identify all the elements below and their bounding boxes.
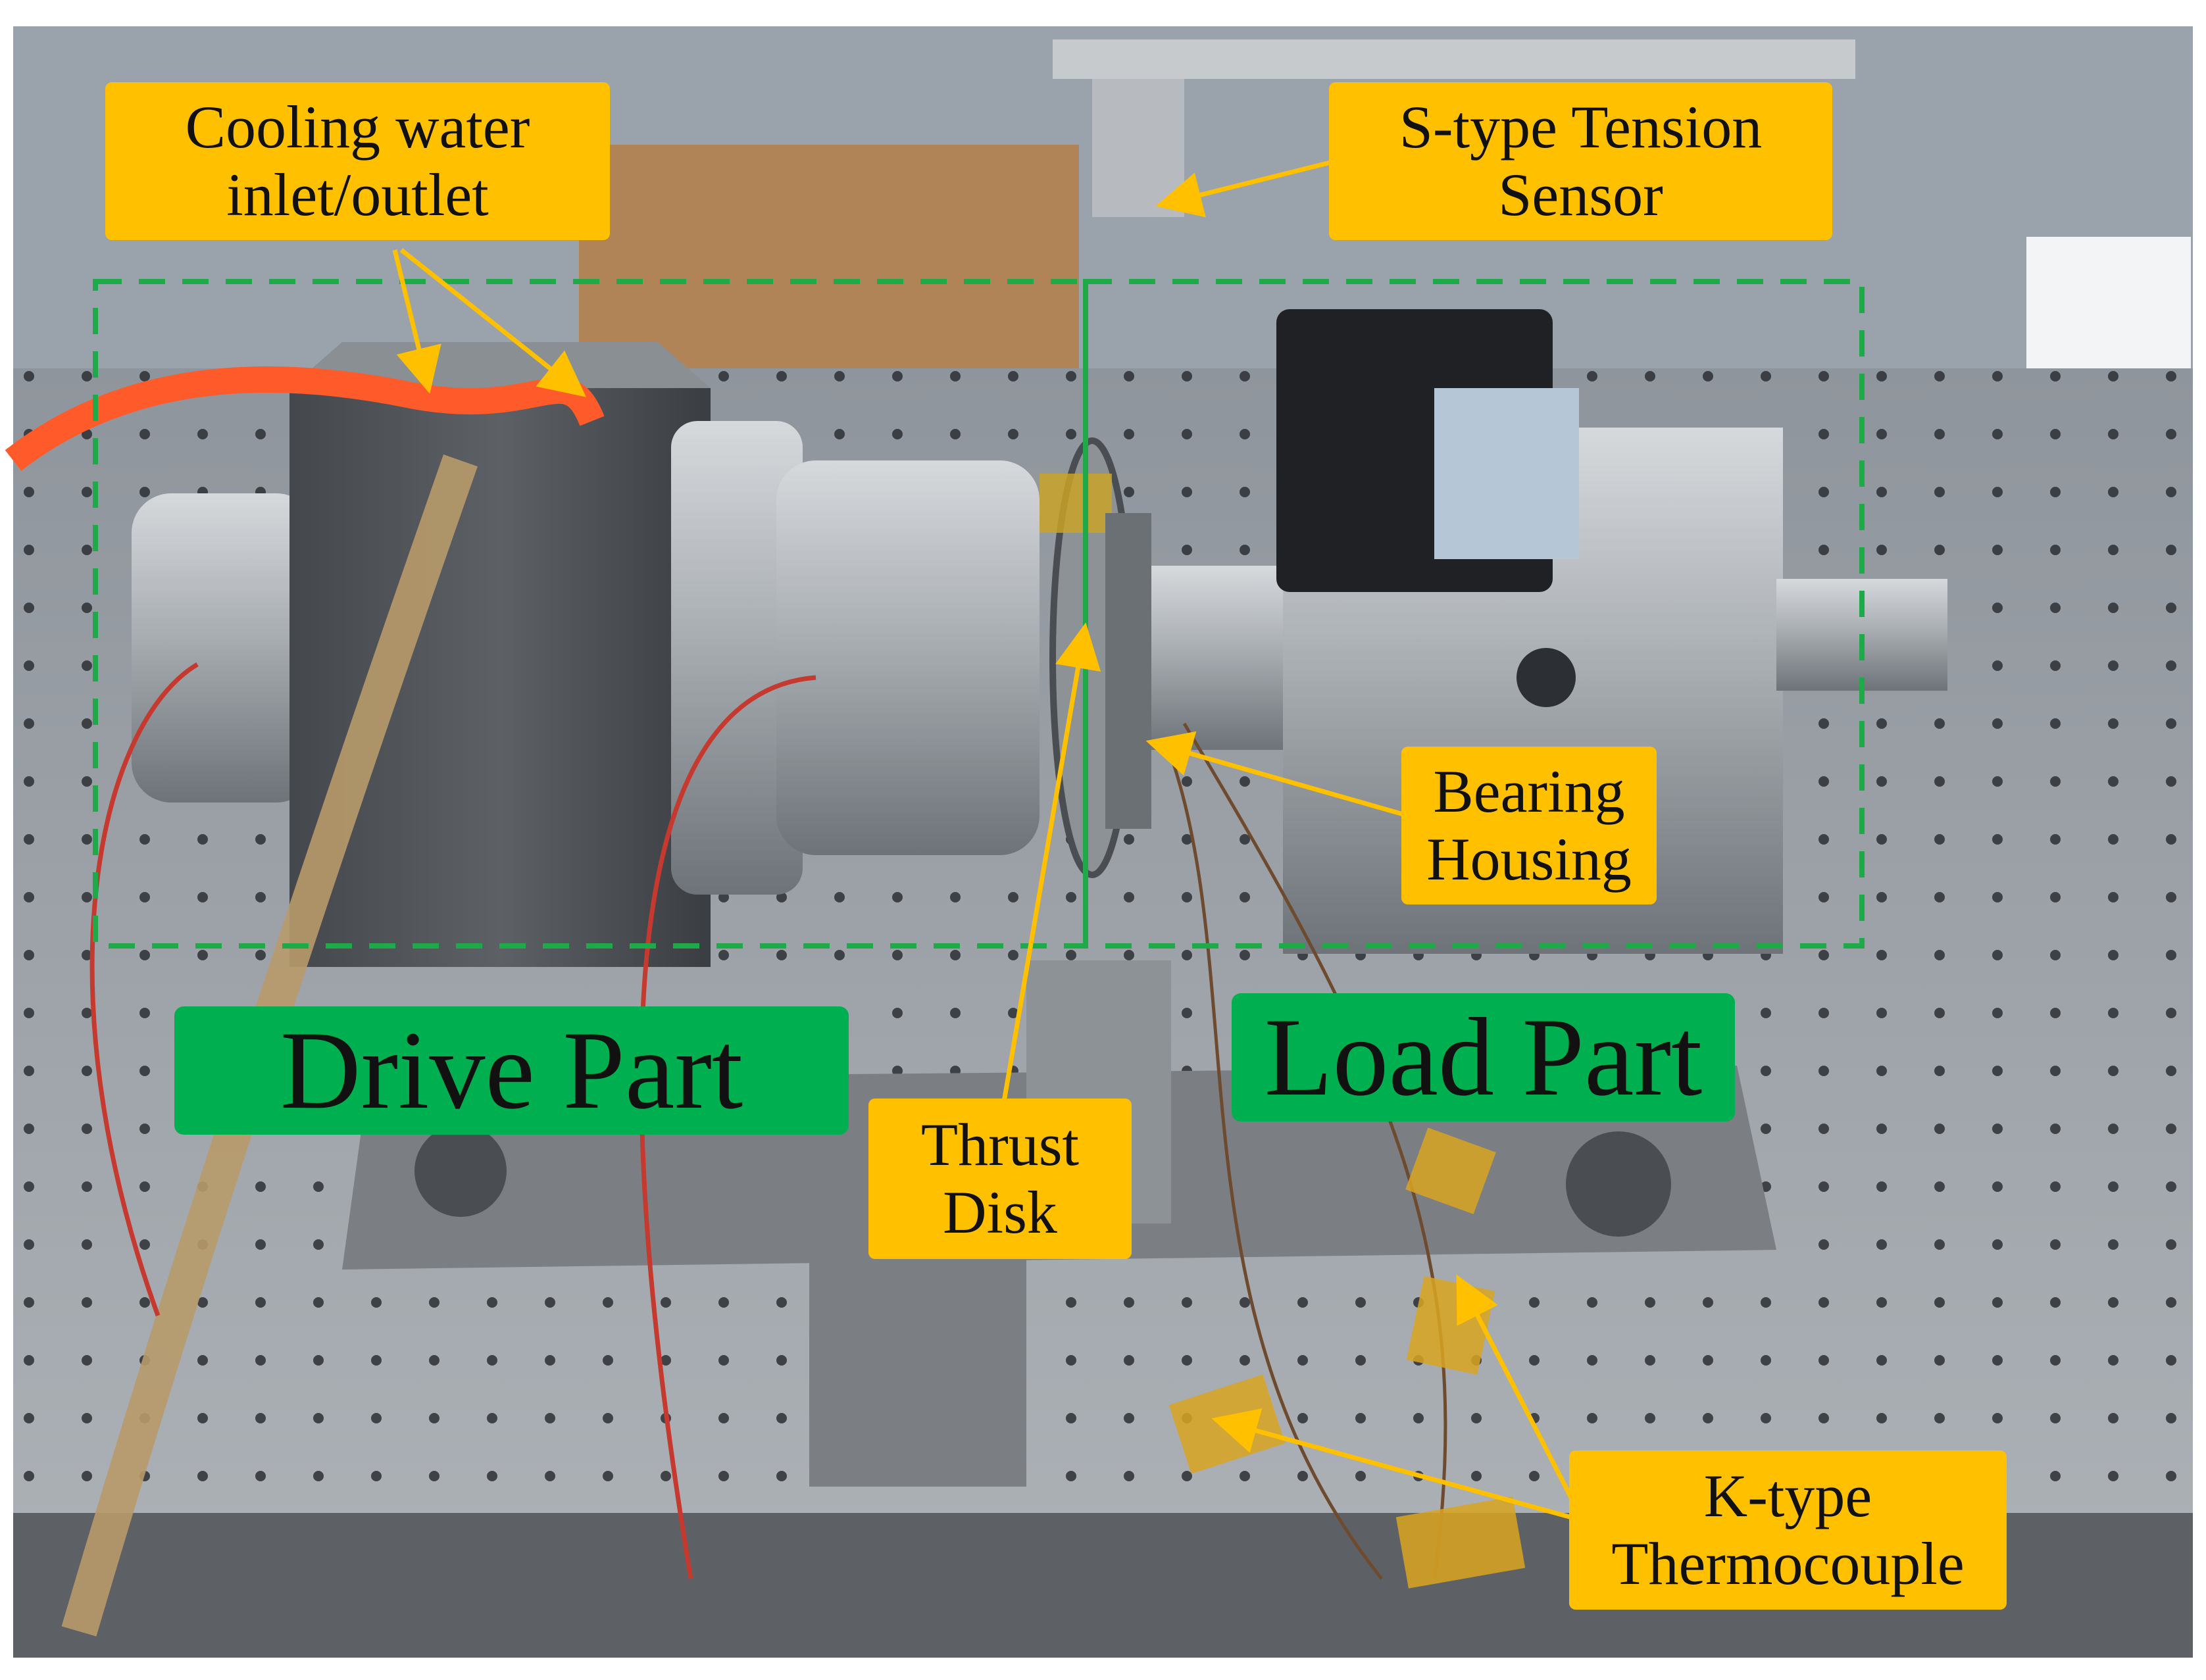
tension-sensor [1092,79,1184,217]
leader-arrows [392,159,1582,1522]
load-part-region [1083,279,1865,949]
drive-part-title: Drive Part [174,1006,849,1135]
sensor-label-line2: Sensor [1498,161,1663,228]
s-type-tension-sensor-label: S-type Tension Sensor [1329,82,1832,240]
thermocouple-wire-2 [639,675,816,1579]
bearing-label-line1: Bearing [1433,757,1625,825]
cooling-water-label-line1: Cooling water [185,93,530,161]
base-bolt-right [1566,1131,1671,1237]
cooling-water-label-line2: inlet/outlet [226,161,489,228]
spindle-body [776,460,1040,855]
thrust-disk-label: Thrust Disk [868,1099,1132,1259]
thrust-label-line1: Thrust [920,1110,1080,1178]
bearing-housing-label: Bearing Housing [1401,747,1657,904]
kapton-tape-3 [1395,1496,1526,1589]
drive-part-region [93,279,1088,949]
shaft [1132,566,1303,750]
motor-end-cap [132,493,316,803]
thermocouple-wire-3 [1169,756,1383,1580]
sensor-label-line1: S-type Tension [1399,93,1763,161]
spindle-flange [671,421,803,895]
cooling-hose-clear [61,454,478,1637]
base-bolt-left [414,1125,507,1217]
load-part-text: Load Part [1264,995,1703,1120]
kapton-tape-4 [1405,1127,1496,1214]
load-bolt-hole [1517,648,1576,707]
stand-rod [1053,39,1855,79]
motor-housing [289,388,711,967]
bearing-label-line2: Housing [1426,826,1632,893]
thermocouple-wire-4 [1182,722,1447,1579]
thermo-label-line2: Thermocouple [1611,1530,1965,1597]
bearing-housing [1105,513,1151,829]
load-part-title: Load Part [1232,993,1735,1122]
k-type-thermocouple-label: K-type Thermocouple [1569,1450,2007,1610]
cooling-water-label: Cooling water inlet/outlet [105,82,610,240]
kapton-tape-disk [1040,474,1112,533]
thrust-label-line2: Disk [943,1179,1057,1246]
magnetic-base-dial [1434,388,1579,559]
thermo-label-line1: K-type [1703,1462,1872,1529]
drive-part-text: Drive Part [280,1008,743,1133]
